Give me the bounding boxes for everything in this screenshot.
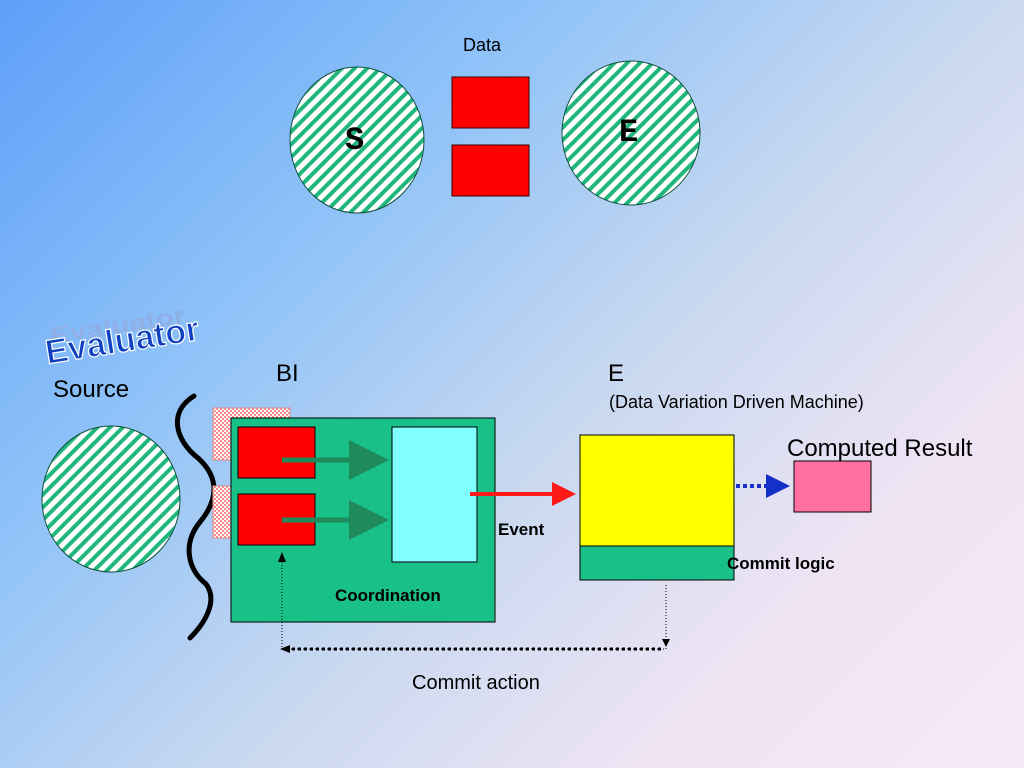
s-label: S: [345, 122, 365, 159]
data-block-bottom: [451, 144, 530, 197]
coordination-label: Coordination: [335, 586, 441, 605]
data-label: Data: [463, 35, 502, 55]
event-label: Event: [498, 520, 545, 539]
bi-label: BI: [276, 360, 299, 387]
coordinator-panel: [391, 426, 478, 563]
commit-logic-label: Commit logic: [727, 554, 835, 573]
evaluator-wordart: Evaluator Evaluator: [42, 302, 202, 372]
data-block-top: [451, 76, 530, 129]
source-label: Source: [53, 376, 130, 403]
wavy-boundary-line: [175, 393, 217, 641]
commit-action-arrowhead-right: [662, 639, 670, 647]
bi-red-block-top: [237, 426, 316, 479]
commit-action-arrowhead-left: [280, 645, 290, 653]
commit-action-arrowhead-up: [278, 552, 286, 562]
machine-subtitle: (Data Variation Driven Machine): [609, 392, 864, 412]
computed-result-label: Computed Result: [787, 435, 973, 462]
commit-action-label: Commit action: [412, 672, 540, 694]
machine-box: [579, 434, 735, 547]
computed-result-box: [793, 460, 872, 513]
machine-e-label: E: [608, 360, 625, 387]
commit-logic-box: [579, 545, 735, 581]
s-circle: [289, 66, 425, 214]
e-top-label: E: [619, 114, 639, 151]
source-circle: [41, 425, 181, 573]
e-circle: [561, 60, 701, 206]
